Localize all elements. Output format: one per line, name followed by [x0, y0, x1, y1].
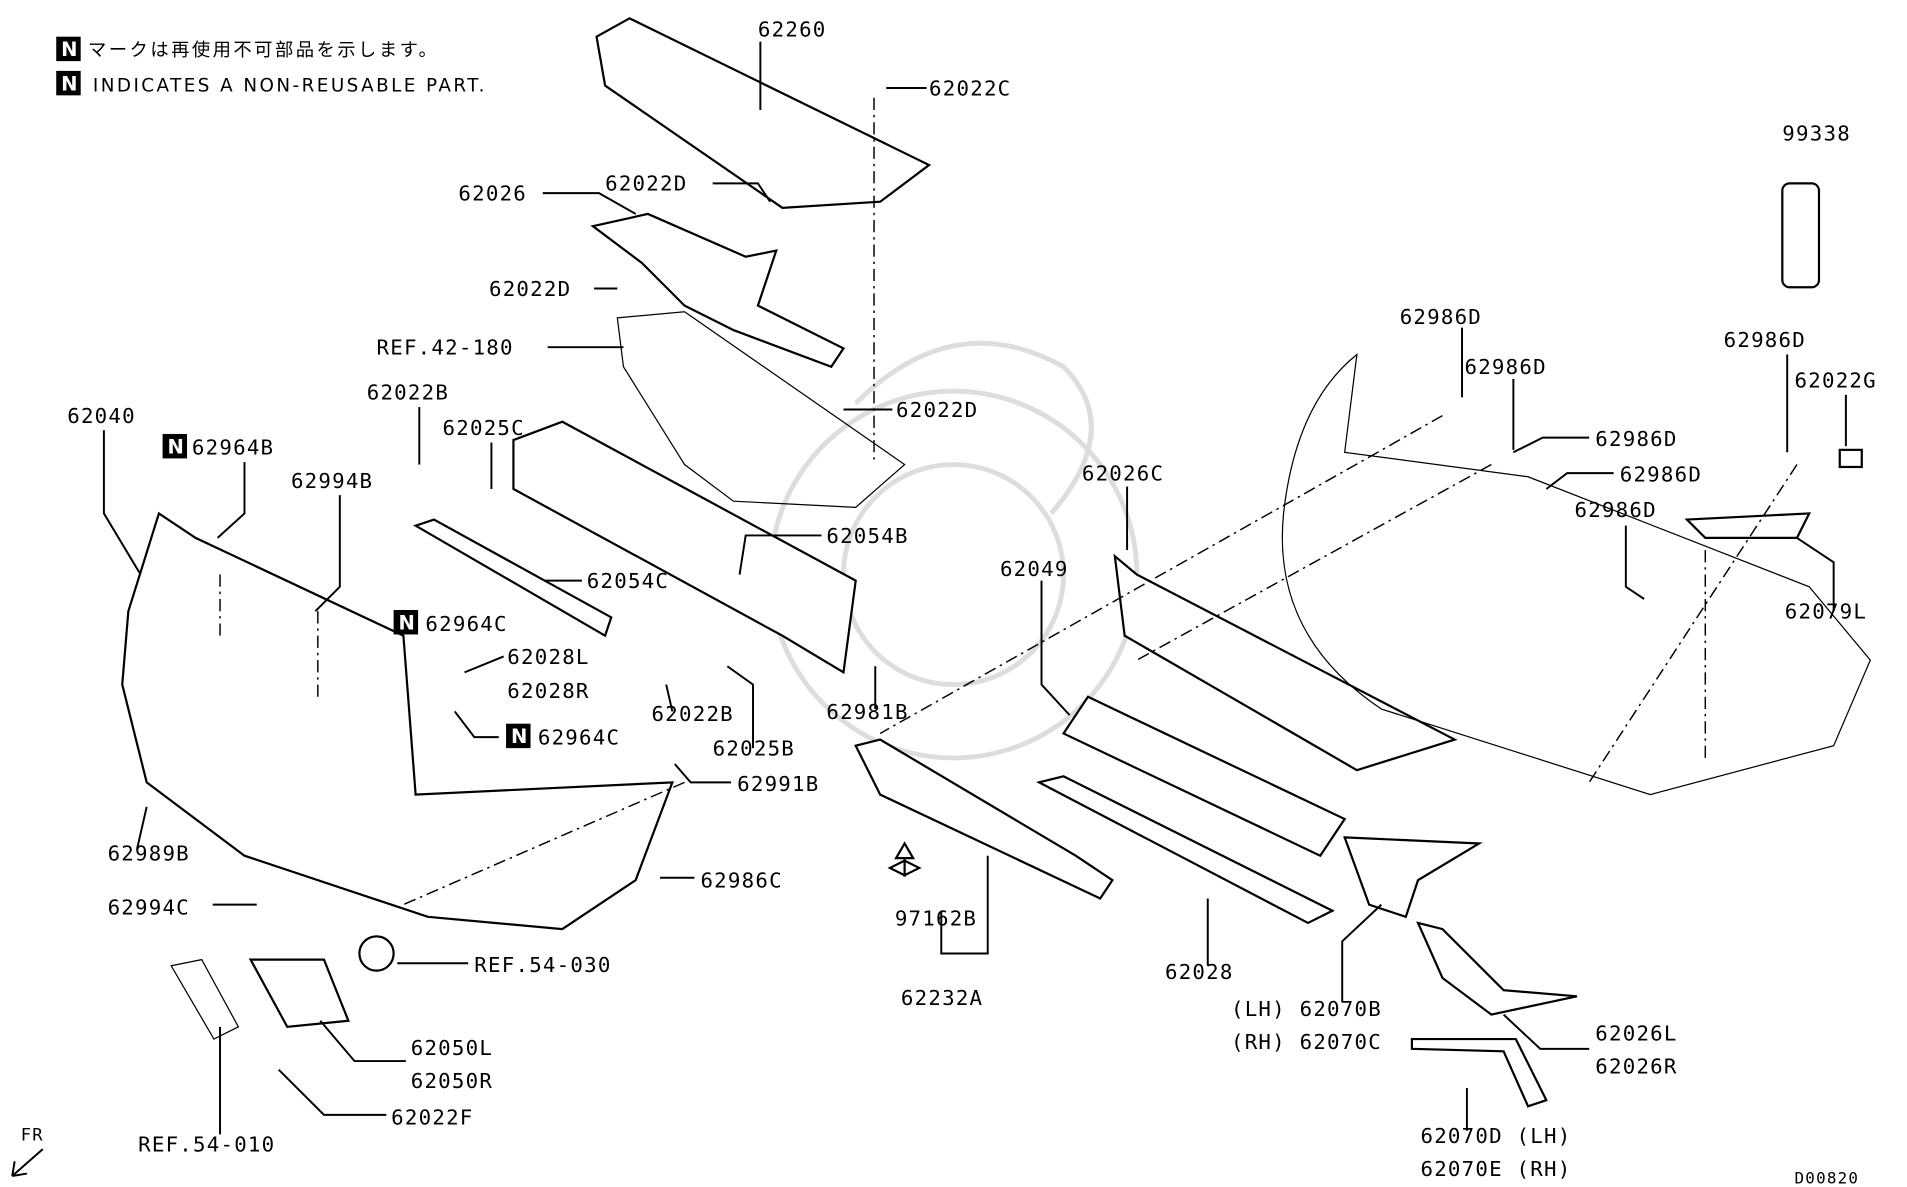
- label-62232A: 62232A: [901, 986, 983, 1010]
- label-62028L: 62028L: [507, 645, 589, 669]
- label-62054B: 62054B: [826, 524, 908, 548]
- label-ref-42-180: REF.42-180: [377, 336, 514, 360]
- label-62054C: 62054C: [587, 569, 669, 593]
- label-62070E: 62070E (RH): [1420, 1157, 1571, 1181]
- legend-english: INDICATES A NON-REUSABLE PART.: [93, 76, 487, 97]
- badge-letter: N: [61, 38, 77, 61]
- legend-japanese: マークは再使用不可部品を示します。: [88, 40, 439, 61]
- label-62986D: 62986D: [1620, 463, 1702, 487]
- label-62026R: 62026R: [1595, 1054, 1677, 1078]
- label-62070C: (RH) 62070C: [1231, 1030, 1382, 1054]
- bracket-62079L: [1684, 512, 1812, 539]
- label-62964C: 62964C: [538, 725, 620, 749]
- label-62022D: 62022D: [896, 398, 978, 422]
- upper-cover-62260: [595, 17, 932, 209]
- label-62025B: 62025B: [713, 736, 795, 760]
- non-reusable-badge: [56, 70, 81, 96]
- sealant-99338: [1781, 182, 1821, 289]
- label-62028: 62028: [1165, 960, 1234, 984]
- label-62025C: 62025C: [443, 416, 525, 440]
- label-62986C: 62986C: [700, 868, 782, 892]
- label-62070D: 62070D (LH): [1420, 1124, 1571, 1148]
- non-reusable-badge: [506, 723, 531, 749]
- bracket-62026: [590, 212, 846, 369]
- direction-label: FR: [21, 1126, 44, 1146]
- label-ref-54-010: REF.54-010: [138, 1133, 275, 1157]
- fog-bezel-62050: [248, 958, 350, 1029]
- label-62079L: 62079L: [1785, 600, 1867, 624]
- label-62022D: 62022D: [489, 277, 571, 301]
- label-62050R: 62050R: [411, 1069, 493, 1093]
- garnish-62026C: [1113, 553, 1458, 772]
- parts: [121, 17, 1872, 1108]
- non-reusable-badge: [393, 610, 419, 635]
- badge-letter: N: [511, 725, 527, 748]
- label-62986D: 62986D: [1595, 427, 1677, 451]
- label-62022B: 62022B: [367, 381, 449, 405]
- clip-62022G: [1838, 448, 1863, 469]
- label-62070B: (LH) 62070B: [1231, 997, 1382, 1021]
- bumper-outline-rh: [1281, 353, 1872, 796]
- label-62994C: 62994C: [108, 895, 190, 919]
- label-62991B: 62991B: [737, 772, 819, 796]
- label-62028R: 62028R: [507, 679, 589, 703]
- arrow-icon: [11, 1148, 44, 1177]
- label-62040: 62040: [67, 404, 136, 428]
- leader-lines: [102, 41, 1847, 1135]
- grille-62232A: [854, 738, 1114, 900]
- label-ref-54-030: REF.54-030: [474, 953, 611, 977]
- badge-letter: N: [399, 612, 415, 635]
- legend: N マークは再使用不可部品を示します。 N INDICATES A NON-RE…: [56, 36, 487, 97]
- reinforcement-62054B: [512, 420, 857, 675]
- emblem-97162B: [887, 841, 922, 878]
- label-62022C: 62022C: [929, 76, 1011, 100]
- label-62986D: 62986D: [1574, 498, 1656, 522]
- label-62260: 62260: [758, 18, 827, 42]
- fog-lamp-ref: [170, 958, 240, 1040]
- label-62050L: 62050L: [411, 1036, 493, 1060]
- label-97162B: 97162B: [895, 906, 977, 930]
- part-labels: 62260 62022C 99338 62026 62022D 62022D R…: [67, 18, 1877, 1181]
- label-62022G: 62022G: [1795, 369, 1877, 393]
- label-62964C: 62964C: [425, 612, 507, 636]
- lower-grille-62028: [1035, 775, 1335, 925]
- radiator-support-ref: [616, 311, 906, 508]
- non-reusable-badge: [56, 36, 81, 62]
- label-62022B: 62022B: [652, 702, 734, 726]
- grille-62049: [1061, 695, 1347, 858]
- label-62964B: 62964B: [192, 436, 274, 460]
- label-62026C: 62026C: [1082, 461, 1164, 485]
- cap-ref-54-030: [358, 935, 395, 972]
- non-reusable-badge: [162, 433, 188, 459]
- label-62989B: 62989B: [108, 842, 190, 866]
- label-62026L: 62026L: [1595, 1021, 1677, 1045]
- label-62981B: 62981B: [826, 700, 908, 724]
- label-62022F: 62022F: [391, 1106, 473, 1130]
- absorber-62054C: [412, 518, 613, 638]
- label-62994B: 62994B: [291, 469, 373, 493]
- label-62049: 62049: [1000, 557, 1069, 581]
- label-62986D: 62986D: [1400, 305, 1482, 329]
- front-direction-indicator: FR: [11, 1126, 44, 1177]
- label-62026: 62026: [458, 181, 527, 205]
- moulding-62070D: [1410, 1037, 1548, 1108]
- garnish-62026L: [1416, 921, 1578, 1016]
- diagram-code: D00820: [1795, 1168, 1860, 1187]
- label-62986D: 62986D: [1724, 328, 1806, 352]
- front-bumper-62040: [121, 511, 674, 931]
- badge-letter: N: [61, 72, 77, 95]
- label-99338: 99338: [1782, 122, 1851, 146]
- label-62986D: 62986D: [1464, 355, 1546, 379]
- badge-letter: N: [167, 436, 183, 459]
- label-62022D: 62022D: [605, 172, 687, 196]
- garnish-62070B: [1343, 836, 1483, 919]
